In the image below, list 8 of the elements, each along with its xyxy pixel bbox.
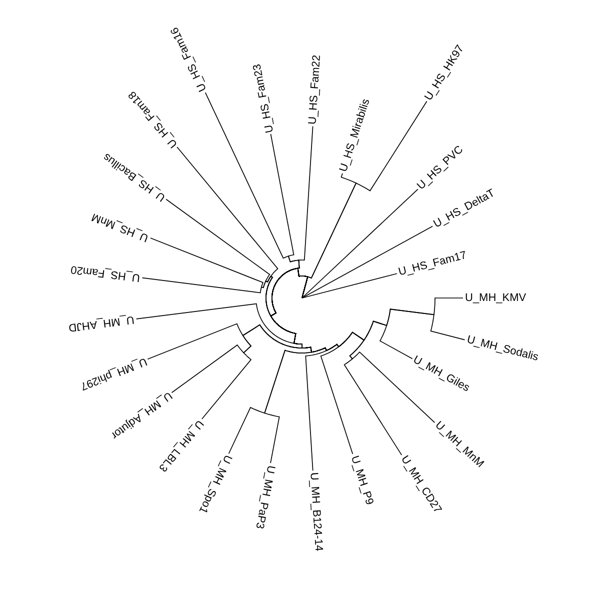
tree-branch — [302, 226, 433, 298]
leaf-label: U_HS_Fam22 — [306, 54, 324, 127]
leaf-label: U_MH_B124-14 — [306, 470, 324, 552]
leaf-label: U_MH_AHJD — [68, 312, 138, 334]
leaf-label: U_MH_KMV — [463, 292, 526, 304]
leaf-label: U_HS_Fam20 — [70, 262, 144, 284]
tree-branch — [302, 273, 398, 298]
tree-branch — [302, 188, 418, 298]
